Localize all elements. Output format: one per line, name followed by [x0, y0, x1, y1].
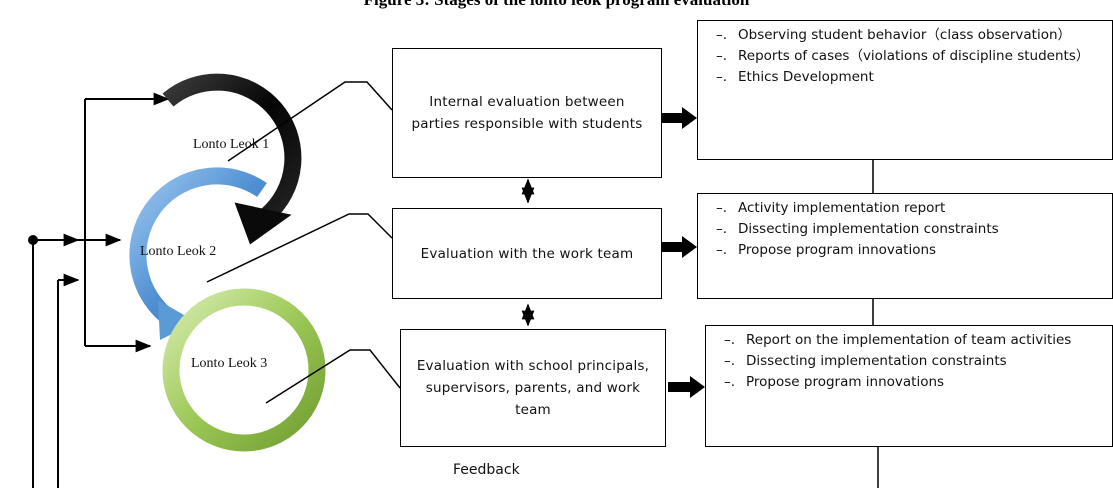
- detail-box-3: Report on the implementation of team act…: [705, 325, 1113, 447]
- detail-box-1: Observing student behavior（class observa…: [697, 20, 1113, 160]
- cycle-2-label: Lonto Leok 2: [140, 244, 217, 259]
- detail-2-item: Propose program innovations: [712, 240, 1102, 261]
- junction-dot: [28, 235, 38, 245]
- detail-2-item: Dissecting implementation constraints: [712, 219, 1102, 240]
- cycle-2-ring: [129, 167, 267, 340]
- cycle-3-label: Lonto Leok 3: [191, 356, 268, 371]
- detail-3-item: Propose program innovations: [720, 372, 1102, 393]
- detail-3-item: Report on the implementation of team act…: [720, 330, 1102, 351]
- detail-1-item: Reports of cases（violations of disciplin…: [712, 46, 1102, 67]
- detail-3-item: Dissecting implementation constraints: [720, 351, 1102, 372]
- feedback-loop-lines: [32, 92, 170, 488]
- feedback-label: Feedback: [453, 462, 520, 478]
- stage-3-text: Evaluation with school principals, super…: [416, 358, 650, 418]
- stage-box-3: Evaluation with school principals, super…: [400, 329, 666, 447]
- stage-2-text: Evaluation with the work team: [420, 245, 634, 262]
- detail-2-item: Activity implementation report: [712, 198, 1102, 219]
- stage-1-text: Internal evaluation between parties resp…: [411, 94, 643, 132]
- detail-1-item: Ethics Development: [712, 67, 1102, 88]
- cycle-1-label: Lonto Leok 1: [193, 137, 270, 152]
- cycle-1-ring: [162, 73, 302, 245]
- detail-1-item: Observing student behavior（class observa…: [712, 25, 1102, 46]
- stage-box-2: Evaluation with the work team: [392, 208, 662, 299]
- stage-box-1: Internal evaluation between parties resp…: [392, 48, 662, 178]
- detail-box-2: Activity implementation report Dissectin…: [697, 193, 1113, 299]
- detail-arrows: [662, 107, 705, 398]
- detail-connectors: [872, 160, 879, 488]
- figure-title: Figure 3: Stages of the lonto leok progr…: [0, 0, 1113, 10]
- stage-connectors: [206, 81, 401, 404]
